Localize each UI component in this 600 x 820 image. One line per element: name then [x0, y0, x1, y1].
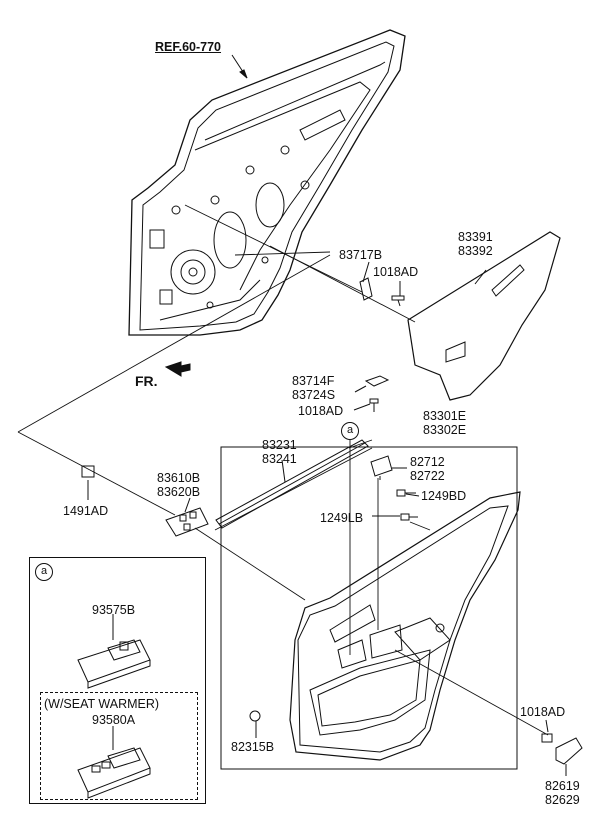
- seat-warmer-note: (W/SEAT WARMER): [44, 697, 160, 711]
- part-label-1018AD-mid: 1018AD: [298, 404, 344, 418]
- part-label-1018AD-bottom: 1018AD: [520, 705, 566, 719]
- front-marker-label: FR.: [135, 373, 158, 389]
- callout-a-marker: a: [341, 422, 359, 440]
- part-label-1249LB: 1249LB: [320, 511, 364, 525]
- reference-label: REF.60-770: [155, 40, 222, 54]
- part-label-82315B: 82315B: [231, 740, 275, 754]
- door-trim-panel: [289, 491, 521, 761]
- inset-box-a: [29, 557, 206, 804]
- part-label-1491AD: 1491AD: [63, 504, 109, 518]
- switch-bezel: [165, 507, 209, 537]
- inset-part-label-93580A: 93580A: [92, 713, 136, 727]
- part-label-1249BD: 1249BD: [421, 489, 467, 503]
- inset-part-label-93575B: 93575B: [92, 603, 136, 617]
- part-label-83717B: 83717B: [339, 248, 383, 262]
- seat-warmer-variant-box: [40, 692, 198, 800]
- power-window-switch-seat-warmer: [77, 747, 151, 799]
- door-frame: [128, 29, 406, 336]
- part-label-1018AD-top: 1018AD: [373, 265, 419, 279]
- inset-callout-marker: a: [35, 563, 53, 581]
- power-window-switch: [77, 639, 151, 689]
- insulation-pad: [407, 231, 561, 401]
